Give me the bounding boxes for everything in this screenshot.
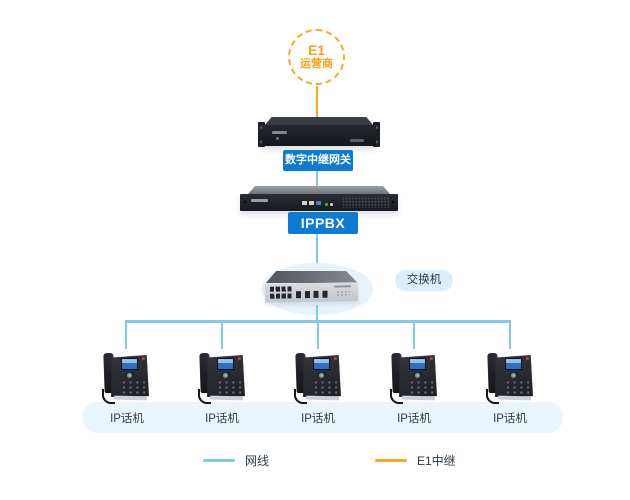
phone-speaker-button <box>511 373 516 378</box>
gateway-brand-mark <box>272 131 287 134</box>
switch-port-row-1 <box>269 286 293 292</box>
switch-uplink-ports <box>295 290 332 298</box>
gateway-rack-ear-left <box>258 122 265 147</box>
switch-device-top <box>266 271 358 283</box>
network-connector-line <box>315 305 318 321</box>
ip-phone-5 <box>486 348 534 405</box>
ip-phone-label-3: IP话机 <box>301 413 335 425</box>
switch-led-grid <box>335 290 351 297</box>
network-drop-line-1 <box>124 320 128 349</box>
phone-base <box>401 395 436 400</box>
ip-phone-label-2: IP话机 <box>205 413 239 425</box>
ip-phone-4 <box>390 348 438 405</box>
phone-screen <box>505 358 522 370</box>
phone-cord <box>390 389 403 404</box>
ippbx-vents <box>342 197 390 208</box>
legend-network-line-swatch <box>203 459 235 462</box>
legend-e1-trunk-swatch <box>375 459 407 462</box>
network-drop-line-2 <box>220 320 224 349</box>
phone-led <box>430 357 433 360</box>
phone-speaker-button <box>319 373 324 378</box>
ippbx-port-3 <box>316 201 321 205</box>
ippbx-led-white <box>330 203 333 206</box>
gateway-model-mark <box>350 139 364 142</box>
phone-screen <box>409 358 426 370</box>
gateway-label: 数字中继网关 <box>283 150 353 171</box>
phone-led <box>526 357 529 360</box>
ip-phone-3 <box>294 348 342 405</box>
gateway-device-top <box>264 117 374 126</box>
legend-network-line-label: 网线 <box>245 454 270 468</box>
ippbx-port-1 <box>302 201 307 205</box>
legend-e1-trunk-label: E1中继 <box>417 454 456 468</box>
ippbx-label: IPPBX <box>288 212 358 234</box>
phone-screen <box>313 358 330 370</box>
phone-base <box>209 395 244 400</box>
phone-cord <box>294 389 307 404</box>
network-drop-line-4 <box>412 320 416 349</box>
phone-base <box>113 395 148 400</box>
ippbx-port-2 <box>309 201 314 205</box>
phone-cord <box>198 389 211 404</box>
phone-base <box>305 395 340 400</box>
phone-screen <box>217 358 234 370</box>
phone-cord <box>102 389 115 404</box>
network-drop-line-3 <box>316 320 320 349</box>
e1-trunk-connector-line <box>315 86 318 117</box>
e1-carrier-title: E1 <box>307 42 326 58</box>
ip-phone-label-4: IP话机 <box>397 413 431 425</box>
ippbx-device-top <box>248 186 390 194</box>
switch-device <box>264 282 359 303</box>
e1-carrier-subtitle: 运营商 <box>300 58 333 70</box>
phone-base <box>497 395 532 400</box>
ip-phone-label-1: IP话机 <box>110 413 144 425</box>
gateway-device <box>262 125 376 146</box>
phone-led <box>142 357 145 360</box>
ip-phone-2 <box>198 348 246 405</box>
network-connector-line <box>315 171 318 186</box>
ippbx-brand-mark <box>251 199 268 202</box>
phone-keypad <box>119 379 146 394</box>
phone-keypad <box>215 379 242 394</box>
phone-screen <box>121 358 138 370</box>
network-connector-line <box>315 234 318 264</box>
phone-speaker-button <box>223 373 228 378</box>
e1-carrier-cloud: E1 运营商 <box>288 29 345 85</box>
phone-speaker-button <box>127 373 132 378</box>
ippbx-screw-right <box>391 200 395 204</box>
ippbx-screw-left <box>243 200 247 204</box>
switch-label: 交换机 <box>395 270 453 291</box>
phone-led <box>334 357 337 360</box>
phone-keypad <box>503 379 530 394</box>
phone-speaker-button <box>415 373 420 378</box>
phone-keypad <box>311 379 338 394</box>
phone-led <box>238 357 241 360</box>
switch-label-mark <box>333 285 351 288</box>
ip-phone-label-5: IP话机 <box>493 413 527 425</box>
ip-phone-label-band: IP话机 IP话机 IP话机 IP话机 IP话机 <box>82 402 563 433</box>
network-drop-line-5 <box>508 320 512 349</box>
switch-port-row-2 <box>270 293 294 299</box>
phone-keypad <box>407 379 434 394</box>
gateway-rack-ear-right <box>373 122 380 147</box>
gateway-led <box>276 137 279 140</box>
ippbx-led-green <box>325 203 328 206</box>
phone-cord <box>486 389 499 404</box>
ip-phone-1 <box>102 348 150 405</box>
